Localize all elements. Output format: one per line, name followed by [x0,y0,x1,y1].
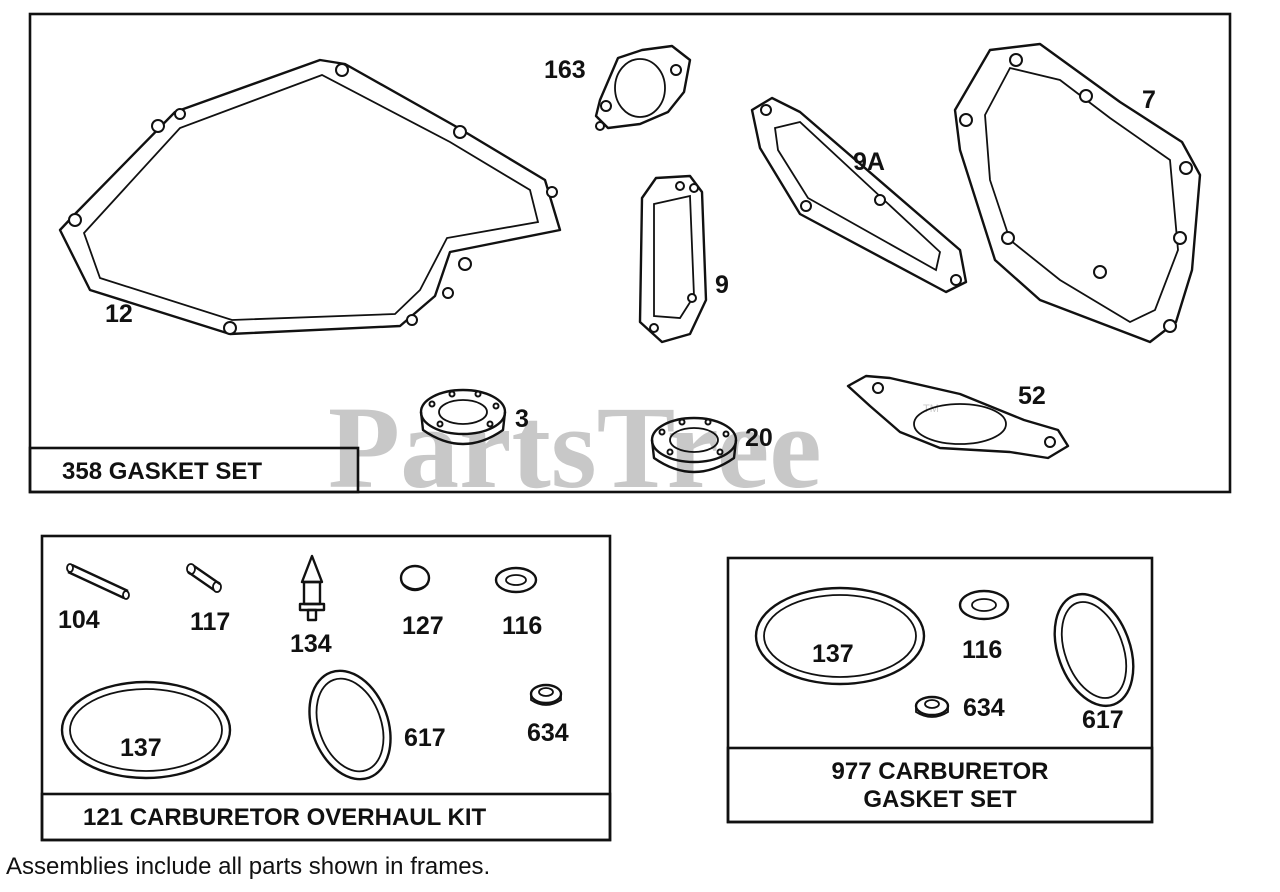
label-part-9: 9 [715,271,729,299]
part-137-o-ring-set[interactable] [754,586,926,686]
gasket-set-frame: 358 GASKET SET 12 163 [28,12,1232,494]
label-part-9a: 9A [853,148,885,176]
gasket-set-title-box [28,446,360,494]
label-part-116-set: 116 [962,636,1002,664]
part-3-oil-seal[interactable] [419,388,507,446]
label-part-634: 634 [527,719,569,747]
overhaul-kit-title-box [40,792,612,842]
label-part-137: 137 [120,734,162,762]
watermark: PartsTree TM [328,382,939,513]
part-163-flange-gasket[interactable] [594,44,692,131]
carb-gasket-set-title-line1: 977 CARBURETOR [832,758,1049,785]
overhaul-kit-title: 121 CARBURETOR OVERHAUL KIT [83,804,487,831]
part-9a-gasket[interactable] [750,96,968,294]
part-9-breather-gasket[interactable] [638,174,708,344]
label-part-617: 617 [404,724,446,752]
overhaul-kit-frame: 121 CARBURETOR OVERHAUL KIT 104 117 134 [40,534,612,842]
label-part-3: 3 [515,405,529,433]
assemblies-note: Assemblies include all parts shown in fr… [6,853,490,880]
part-137-o-ring[interactable] [60,680,232,780]
label-part-617-set: 617 [1082,706,1124,734]
part-12-crankcase-gasket[interactable] [58,58,562,336]
carb-gasket-set-frame: 977 CARBURETOR GASKET SET 137 116 634 61… [726,556,1154,824]
label-part-52: 52 [1018,382,1046,410]
gasket-set-title: 358 GASKET SET [62,458,262,485]
part-7-head-gasket[interactable] [953,42,1202,344]
part-117-tube[interactable] [186,563,222,593]
part-116-washer[interactable] [494,566,538,594]
label-part-116: 116 [502,612,542,640]
label-part-127: 127 [402,612,444,640]
label-part-163: 163 [544,56,586,84]
carb-gasket-set-title-box [726,746,1154,824]
part-134-needle-valve[interactable] [298,554,326,622]
part-634-washer[interactable] [529,683,563,706]
part-127-welch-plug[interactable] [399,564,431,592]
label-part-634-set: 634 [963,694,1005,722]
part-116-washer-set[interactable] [958,589,1010,621]
part-104-pin[interactable] [66,563,130,600]
part-617-o-ring-set[interactable] [1040,583,1147,717]
label-part-137-set: 137 [812,640,854,668]
label-part-104: 104 [58,606,100,634]
label-part-134: 134 [290,630,332,658]
label-part-7: 7 [1142,86,1156,114]
part-617-o-ring[interactable] [295,659,405,790]
gasket-set-border [28,12,1232,494]
label-part-117: 117 [190,608,230,636]
part-634-washer-set[interactable] [914,695,950,718]
part-52-exhaust-gasket[interactable] [846,374,1070,460]
carb-gasket-set-title-line2: GASKET SET [863,786,1017,813]
label-part-20: 20 [745,424,773,452]
part-20-oil-seal[interactable] [650,416,738,474]
label-part-12: 12 [105,300,133,328]
